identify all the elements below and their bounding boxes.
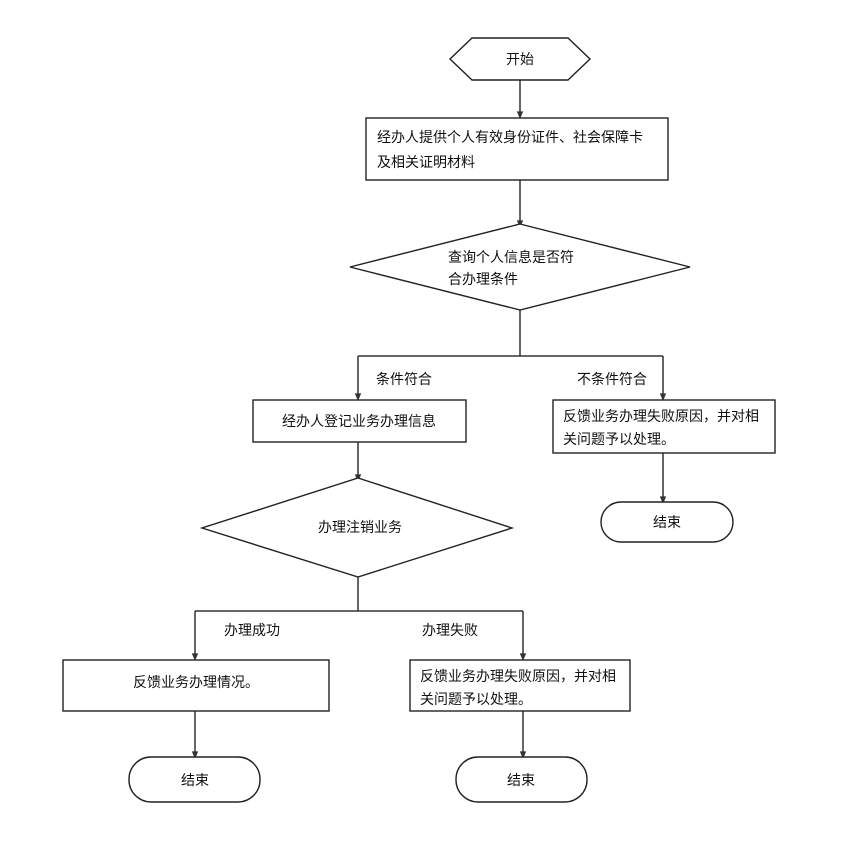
node-feedback-fail-process-line-1: 反馈业务办理失败原因，并对相 xyxy=(420,669,616,685)
node-end-condition-fail-label: 结束 xyxy=(653,515,681,531)
node-register-business[interactable]: 经办人登记业务办理信息 xyxy=(252,399,467,443)
node-cancel-business[interactable]: 办理注销业务 xyxy=(199,477,515,578)
node-register-business-label: 经办人登记业务办理信息 xyxy=(282,413,436,430)
node-feedback-fail-process[interactable]: 反馈业务办理失败原因，并对相 关问题予以处理。 xyxy=(409,659,631,712)
stadium-shape xyxy=(128,756,261,803)
node-feedback-success[interactable]: 反馈业务办理情况。 xyxy=(62,659,330,712)
rectangle-shape xyxy=(552,399,776,454)
node-end-process-fail[interactable]: 结束 xyxy=(455,756,588,803)
edge-label-process-fail: 办理失败 xyxy=(422,623,478,639)
node-end-process-fail-label: 结束 xyxy=(507,773,535,789)
diamond-shape xyxy=(349,223,691,311)
hexagon-shape xyxy=(448,37,592,81)
node-check-condition[interactable]: 查询个人信息是否符 合办理条件 xyxy=(349,223,691,311)
node-feedback-fail-condition[interactable]: 反馈业务办理失败原因，并对相 关问题予以处理。 xyxy=(552,399,776,454)
node-start-label: 开始 xyxy=(506,52,534,68)
rectangle-shape xyxy=(409,659,631,712)
node-feedback-fail-condition-line-1: 反馈业务办理失败原因，并对相 xyxy=(563,409,759,425)
rectangle-shape xyxy=(62,659,330,712)
node-feedback-fail-process-line-2: 关问题予以处理。 xyxy=(420,692,532,708)
node-cancel-business-label: 办理注销业务 xyxy=(318,520,402,536)
node-provide-materials[interactable]: 经办人提供个人有效身份证件、社会保障卡 及相关证明材料 xyxy=(365,117,669,181)
node-end-success-label: 结束 xyxy=(181,773,209,789)
diamond-shape xyxy=(199,477,515,578)
node-feedback-success-label: 反馈业务办理情况。 xyxy=(133,675,259,691)
node-provide-materials-line-1: 经办人提供个人有效身份证件、社会保障卡 xyxy=(377,130,643,146)
node-end-success[interactable]: 结束 xyxy=(128,756,261,803)
node-feedback-fail-condition-line-2: 关问题予以处理。 xyxy=(563,432,675,448)
node-check-condition-line-1: 查询个人信息是否符 xyxy=(448,249,574,266)
rectangle-shape xyxy=(252,399,467,443)
node-check-condition-line-2: 合办理条件 xyxy=(448,271,518,288)
stadium-shape xyxy=(600,501,734,543)
node-provide-materials-line-2: 及相关证明材料 xyxy=(377,155,475,171)
edge-label-condition-met: 条件符合 xyxy=(376,371,432,388)
node-end-condition-fail[interactable]: 结束 xyxy=(600,501,734,543)
stadium-shape xyxy=(455,756,588,803)
edge-label-process-success: 办理成功 xyxy=(224,623,280,639)
rectangle-shape xyxy=(365,117,669,181)
node-start[interactable]: 开始 xyxy=(448,37,592,81)
edge-label-condition-not-met: 不条件符合 xyxy=(577,371,647,388)
